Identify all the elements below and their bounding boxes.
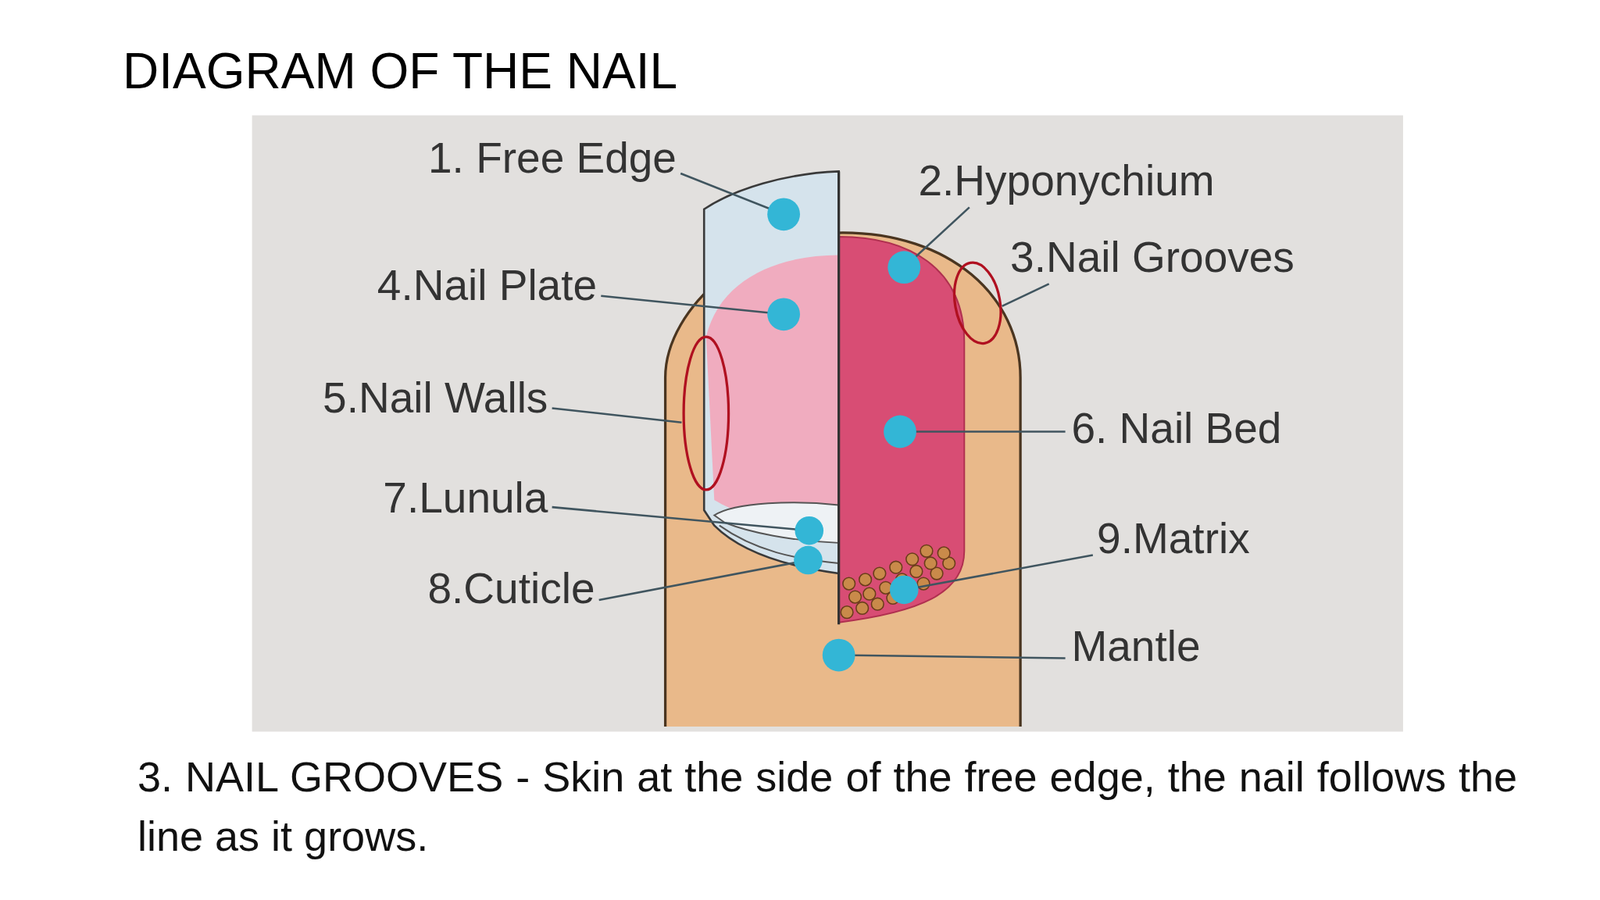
part-label: 1. Free Edge	[428, 134, 677, 183]
leader-line	[839, 655, 1066, 659]
section-line	[837, 171, 840, 625]
nail-bed	[839, 236, 965, 623]
leader-line	[552, 507, 810, 531]
part-label: Mantle	[1071, 622, 1200, 671]
part-label: 3.Nail Grooves	[1010, 233, 1295, 282]
part-label: 6. Nail Bed	[1071, 404, 1282, 453]
leader-line	[1002, 283, 1050, 306]
nail-plate	[706, 255, 840, 532]
part-label: 9.Matrix	[1096, 514, 1250, 563]
part-label: 7.Lunula	[382, 474, 548, 522]
leader-line	[599, 560, 809, 600]
leader-line	[680, 173, 784, 215]
callout-dots	[767, 197, 921, 672]
caption-text: 3. NAIL GROOVES - Skin at the side of th…	[137, 746, 1518, 866]
part-label: 5.Nail Walls	[322, 374, 548, 422]
nail-walls-ring	[683, 336, 729, 490]
part-label: 8.Cuticle	[427, 564, 595, 613]
part-label: 4.Nail Plate	[377, 261, 597, 310]
leader-line	[903, 555, 1093, 590]
part-label: 2.Hyponychium	[918, 157, 1215, 205]
leader-line	[600, 296, 784, 315]
nail-grooves-ring	[948, 258, 1008, 347]
leader-line	[552, 407, 683, 422]
matrix-cells	[840, 544, 955, 618]
diagram-title: DIAGRAM OF THE NAIL	[122, 42, 678, 100]
panel-ground	[252, 115, 1404, 733]
leader-line	[900, 430, 1066, 433]
